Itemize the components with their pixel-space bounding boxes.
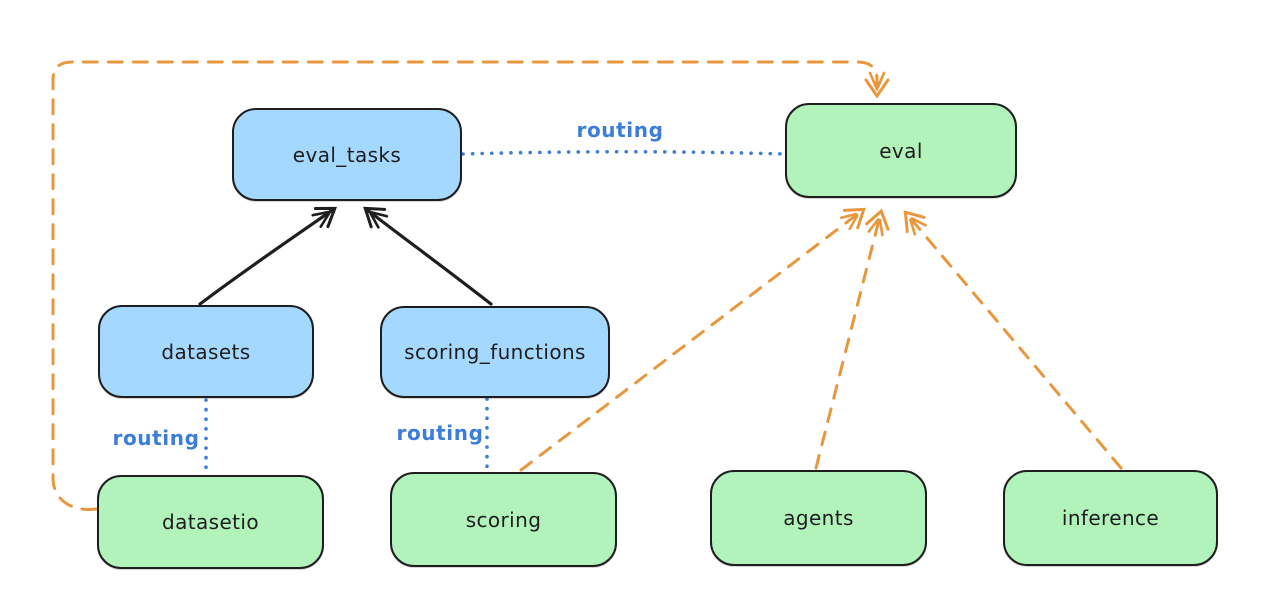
edge-label-routing-middle: routing: [396, 421, 484, 445]
edge-inference-to-eval: [903, 210, 1123, 470]
node-inference-label: inference: [1061, 506, 1160, 530]
edge-label-routing-left: routing: [112, 426, 200, 450]
edge-agents-to-eval: [814, 208, 890, 470]
edge-scoring-functions-to-eval-tasks: [363, 206, 493, 306]
node-datasetio-label: datasetio: [161, 510, 259, 534]
edge-label-routing-top: routing: [576, 118, 664, 142]
node-scoring-label: scoring: [465, 507, 542, 532]
node-scoring-functions-label: scoring_functions: [404, 340, 586, 364]
edge-scoring-to-eval: [519, 207, 866, 472]
node-datasets: datasets: [98, 305, 314, 398]
node-eval-tasks: eval_tasks: [232, 108, 462, 201]
node-eval-tasks-label: eval_tasks: [292, 142, 402, 167]
node-agents-label: agents: [783, 506, 854, 530]
node-scoring-functions: scoring_functions: [380, 306, 610, 398]
edge-datasetio-to-eval-around-top: [51, 60, 890, 511]
edge-datasets-to-eval-tasks: [198, 206, 337, 306]
edge-eval-tasks-to-eval: [461, 149, 786, 156]
node-inference: inference: [1003, 470, 1218, 566]
node-datasets-label: datasets: [161, 339, 251, 364]
node-datasetio: datasetio: [97, 475, 324, 569]
node-agents: agents: [710, 470, 927, 566]
node-scoring: scoring: [390, 472, 617, 567]
node-eval-label: eval: [879, 138, 923, 163]
node-eval: eval: [785, 103, 1017, 198]
